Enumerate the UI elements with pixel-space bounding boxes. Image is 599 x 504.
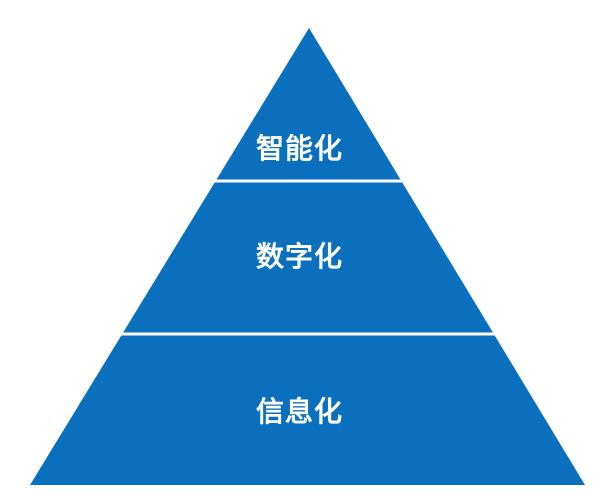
tier-label-bottom: 信息化 (255, 395, 343, 428)
tier-label-top: 智能化 (255, 132, 343, 165)
pyramid-triangle (30, 28, 585, 485)
tier-label-middle: 数字化 (255, 240, 343, 273)
